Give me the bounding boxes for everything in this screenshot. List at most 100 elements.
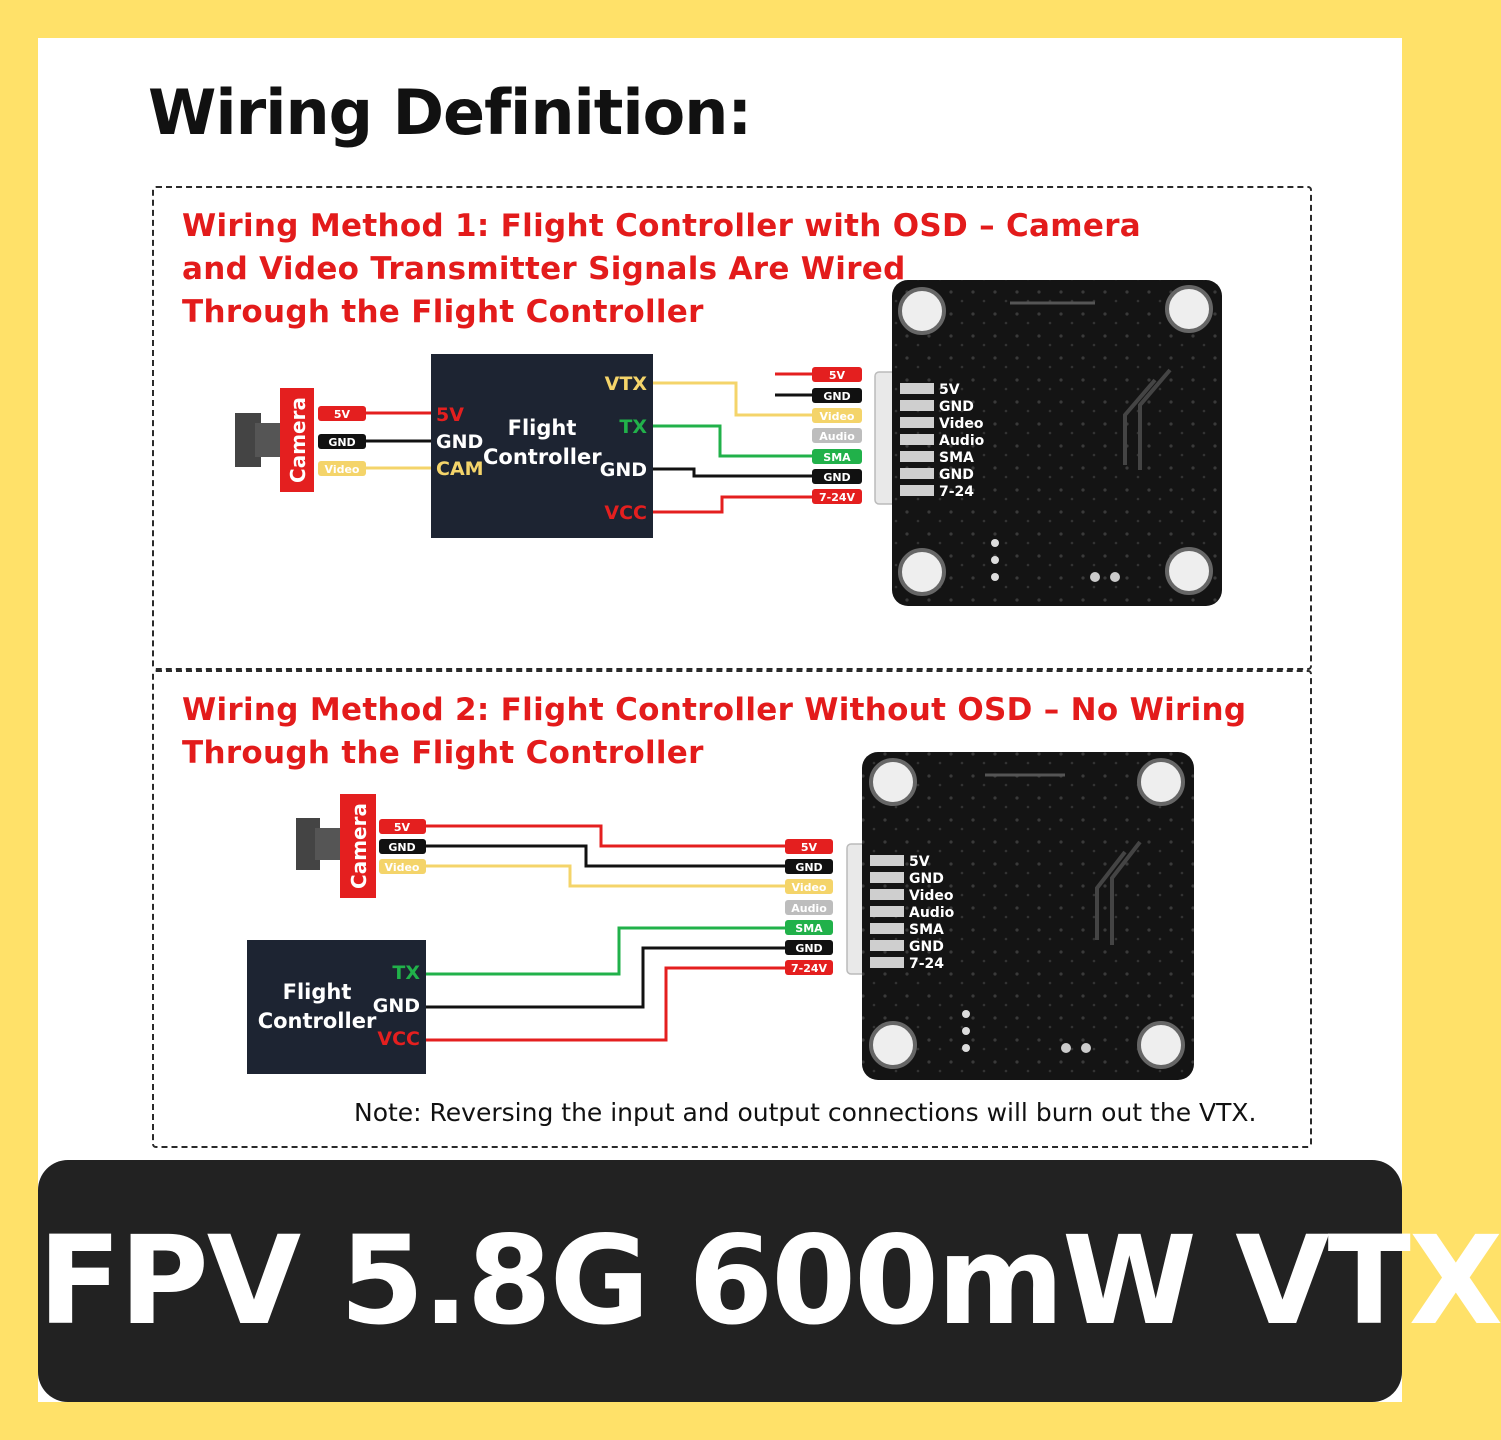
- solder-pad: [870, 906, 904, 917]
- wire-video: [653, 381, 812, 417]
- mount-hole: [898, 287, 946, 335]
- camera-1-tags: 5V GND Video: [318, 406, 366, 476]
- silk-label: GND: [909, 871, 944, 887]
- solder-pad: [900, 383, 934, 394]
- fc2-pin-gnd: GND: [372, 995, 420, 1017]
- method-2-fc-wires: [426, 926, 785, 1042]
- wire-vcc: [653, 495, 812, 514]
- fc2-pin-vcc: VCC: [377, 1028, 420, 1050]
- tag-video-text: Video: [385, 861, 420, 874]
- solder-pad: [900, 451, 934, 462]
- pcb-pad: [991, 539, 999, 547]
- fc1-pin-5v: 5V: [436, 404, 464, 426]
- flight-controller-2: Flight Controller TX GND VCC: [247, 940, 426, 1074]
- mount-hole: [1137, 1021, 1185, 1069]
- pcb-pad: [991, 573, 999, 581]
- method-2-camera-wires: [426, 824, 785, 888]
- solder-pad: [900, 485, 934, 496]
- mount-hole: [869, 758, 917, 806]
- tag-gnd: [812, 388, 862, 403]
- camera-1-label: Camera: [286, 397, 310, 483]
- vtx-board-1: 5V GND Video Audio SMA GND 7-24: [874, 280, 1222, 606]
- mount-hole: [898, 548, 946, 596]
- fc1-pin-vcc: VCC: [604, 502, 647, 524]
- wiring-definition-page: Wiring Definition: Wiring Method 1: Flig…: [38, 38, 1501, 1402]
- silk-label: GND: [939, 467, 974, 483]
- tag-text: GND: [823, 471, 850, 484]
- tag-text: GND: [795, 861, 822, 874]
- pcb-pad: [1061, 1043, 1071, 1053]
- method-1-vtx-wires: [653, 372, 812, 514]
- camera-1-body: [280, 388, 314, 492]
- solder-pad: [870, 923, 904, 934]
- wire-vcc: [426, 966, 785, 1042]
- silk-label: 5V: [939, 382, 960, 398]
- tag-video: [379, 859, 426, 874]
- wire-gnd: [653, 467, 812, 478]
- camera-2-label: Camera: [347, 803, 371, 889]
- tag-text: SMA: [823, 451, 851, 464]
- method-2-section: [152, 670, 1312, 1148]
- pcb-pad: [1110, 572, 1120, 582]
- tag-sma: [812, 449, 862, 464]
- camera-2-body: [340, 794, 376, 898]
- tag-audio: [785, 900, 833, 915]
- wire-gnd: [426, 844, 785, 868]
- silk-label: SMA: [909, 922, 944, 938]
- vtx-2-pcb-texture: [862, 752, 1194, 1080]
- tag-text: 5V: [801, 841, 818, 854]
- flight-controller-2-label: Flight Controller: [257, 978, 377, 1036]
- tag-video-text: Video: [325, 463, 360, 476]
- flight-controller-1: Flight Controller 5V GND CAM VTX TX GND …: [431, 354, 653, 538]
- fc2-pin-tx: TX: [392, 962, 420, 984]
- solder-pad: [870, 855, 904, 866]
- tag-gnd-text: GND: [388, 841, 415, 854]
- method-2-title-line: Wiring Method 2: Flight Controller Witho…: [182, 692, 1247, 728]
- silk-label: Video: [939, 416, 984, 432]
- pcb-pad: [1081, 1043, 1091, 1053]
- tag-text: Audio: [791, 902, 827, 915]
- silk-label: SMA: [939, 450, 974, 466]
- mount-hole: [1165, 285, 1213, 333]
- tag-7-24v: [785, 960, 833, 975]
- warning-note: Note: Reversing the input and output con…: [354, 1098, 1257, 1127]
- camera-1: Camera: [235, 388, 314, 492]
- silk-label: GND: [909, 939, 944, 955]
- wire-5v: [426, 824, 785, 848]
- fc1-pin-tx: TX: [619, 416, 647, 438]
- pcb-pad: [1090, 572, 1100, 582]
- fc-label-line: Flight: [282, 980, 352, 1004]
- method-1-title-line: Wiring Method 1: Flight Controller with …: [182, 208, 1142, 244]
- solder-pad: [870, 872, 904, 883]
- method-1-section: [152, 186, 1312, 670]
- method-1-camera-wires: [366, 411, 431, 470]
- vtx-1-pcb-texture: [892, 280, 1222, 606]
- tag-text: Video: [792, 881, 827, 894]
- silk-label: Video: [909, 888, 954, 904]
- silk-label: Audio: [939, 433, 985, 449]
- wire-sma: [653, 424, 812, 458]
- pcb-trace: [1110, 840, 1142, 945]
- mount-hole: [869, 1021, 917, 1069]
- silk-label: Audio: [909, 905, 955, 921]
- tag-5v-text: 5V: [394, 821, 411, 834]
- tag-5v: [812, 367, 862, 382]
- tag-text: GND: [823, 390, 850, 403]
- solder-pad: [900, 434, 934, 445]
- camera-1-lens-mount: [255, 423, 281, 457]
- pcb-trace: [1138, 368, 1172, 470]
- vtx-board-2: 5V GND Video Audio SMA GND 7-24: [846, 752, 1194, 1080]
- solder-pad: [900, 400, 934, 411]
- solder-pad: [900, 468, 934, 479]
- pcb-pad: [962, 1027, 970, 1035]
- tag-video: [318, 461, 366, 476]
- camera-2-tags: 5V GND Video: [379, 819, 426, 874]
- wiring-diagram: Camera 5V GND Video 5V: [235, 280, 1222, 1080]
- method-1-title-line: Through the Flight Controller: [182, 294, 704, 330]
- fc1-pin-vtx: VTX: [604, 373, 647, 395]
- method-2-title: Wiring Method 2: Flight Controller Witho…: [182, 689, 1246, 775]
- vtx-1-connector-tags: 5V GND Video Audio SMA GND 7-24V: [812, 367, 862, 504]
- product-banner: FPV 5.8G 600mW VTX: [38, 1160, 1501, 1402]
- method-2-title-line: Through the Flight Controller: [182, 735, 704, 771]
- tag-sma: [785, 920, 833, 935]
